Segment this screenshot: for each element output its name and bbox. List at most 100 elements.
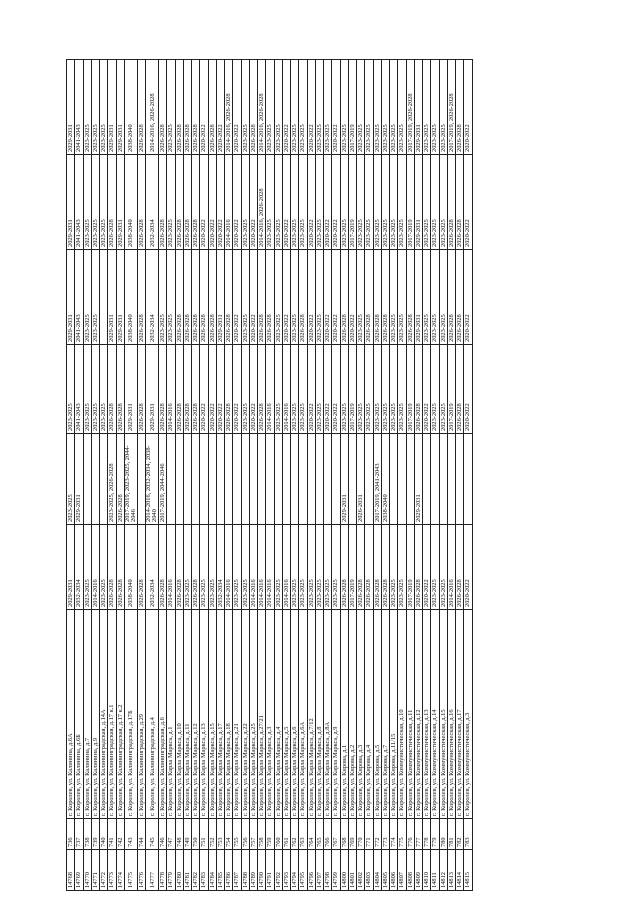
table-cell: г. Королев, ул. Карла Маркса, д.9 — [331, 609, 340, 819]
table-cell: г. Королев, ул. Коммунистическая, д.16 — [447, 609, 456, 819]
table-cell: 2041-2043 — [74, 59, 83, 155]
table-cell: г. Королев, ул. Коммунистическая, д.11 — [406, 609, 415, 819]
table-cell: г. Королев, ул. Кирова, д.5 — [373, 609, 382, 819]
table-cell: 745 — [145, 818, 159, 850]
table-cell: г. Королев, ул. Карла Маркса, д.10 — [175, 609, 184, 819]
table-cell: 2026-2028 — [249, 59, 258, 155]
table-cell: 2023-2025 — [290, 524, 299, 610]
table-cell: 2026-2028 — [191, 154, 200, 250]
table-cell: 2026-2031 — [356, 433, 365, 525]
table-cell: 2026-2028 — [116, 344, 125, 434]
table-cell: 2023-2025 — [99, 154, 108, 250]
table-cell: 14799 — [331, 849, 340, 891]
table-cell: 2029-2031 — [124, 344, 138, 434]
table-cell: г. Королев, ул. Калинина, д.7 — [83, 609, 92, 819]
table-cell: 2017-2019 — [406, 524, 415, 610]
table-cell: г. Королев, ул. Коммунистическая, д.14 — [430, 609, 439, 819]
table-cell — [364, 433, 373, 525]
table-cell: 2023-2025 — [389, 344, 398, 434]
table-cell: 2026-2028 — [340, 524, 349, 610]
table-cell: 759 — [265, 818, 274, 850]
table-cell: 2020-2022 — [249, 249, 258, 345]
table-cell: 777 — [414, 818, 423, 850]
table-cell: 2026-2028 — [158, 344, 167, 434]
table-cell: 2023-2025 — [323, 59, 332, 155]
table-cell: 2023-2025 — [340, 154, 349, 250]
table-cell: 2023-2025 — [340, 59, 349, 155]
table-cell: г. Королев, ул. Калининградская, д.6 — [158, 609, 167, 819]
table-cell: 2020-2022 — [216, 344, 225, 434]
table-cell: 2023-2025 — [83, 344, 92, 434]
table-cell: 2026-2028 — [183, 344, 192, 434]
table-cell: 14772 — [99, 849, 108, 891]
table-cell: 2023-2025 — [241, 344, 250, 434]
table-cell: 2038-2040 — [124, 154, 138, 250]
table-cell — [241, 433, 250, 525]
table-cell: 758 — [257, 818, 266, 850]
table-cell: 2023-2025 — [91, 344, 100, 434]
table-cell: 14789 — [249, 849, 258, 891]
table-cell: 2023-2025 — [397, 524, 406, 610]
table-cell — [99, 433, 108, 525]
table-cell: 2026-2028 — [199, 249, 208, 345]
table-cell: 2023-2025 — [389, 59, 398, 155]
table-cell: 2020-2022 — [463, 59, 472, 155]
table-cell: 2023-2025, 2026-2028 — [107, 433, 116, 525]
table-cell: 2020-2022 — [463, 249, 472, 345]
table-cell — [175, 433, 184, 525]
table-cell: 2026-2028 — [257, 344, 266, 434]
table-cell: 2023-2025 — [340, 344, 349, 434]
table-cell: 2026-2028 — [158, 59, 167, 155]
table-cell: 2029-2031 — [414, 433, 423, 525]
table-cell: 2020-2022 — [199, 344, 208, 434]
table-cell: 2023-2025 — [323, 524, 332, 610]
table-cell: 2020-2022 — [323, 344, 332, 434]
table-cell: 2023-2025 — [439, 59, 448, 155]
table-cell: 762 — [290, 818, 299, 850]
table-cell: 14812 — [439, 849, 448, 891]
table-cell: 2020-2022 — [208, 154, 217, 250]
table-cell: 2020-2022 — [331, 154, 340, 250]
table-cell: 2038-2040 — [124, 524, 138, 610]
table-cell: г. Королев, ул. Карла Маркса, д.22 — [241, 609, 250, 819]
table-cell: 2023-2025 — [315, 249, 324, 345]
table-cell — [265, 433, 274, 525]
table-cell: 2023-2025 — [356, 59, 365, 155]
table-cell: 14783 — [199, 849, 208, 891]
table-cell: 748 — [175, 818, 184, 850]
table-cell: 2026-2028 — [116, 433, 125, 525]
table-cell: 2023-2025 — [315, 154, 324, 250]
table-cell: 2032-2034 — [145, 249, 159, 345]
table-cell: 2020-2022 — [422, 344, 431, 434]
table-cell — [455, 433, 464, 525]
table-cell: г. Королев, ул. Карла Маркса, д.8 — [315, 609, 324, 819]
table-cell — [191, 433, 200, 525]
table-cell: 2017-2019, 2041-2043 — [373, 433, 382, 525]
table-cell: 2020-2022 — [232, 154, 241, 250]
table-cell: 14788 — [241, 849, 250, 891]
table-cell: 2023-2025 — [298, 344, 307, 434]
table-cell: 2029-2031 — [216, 249, 225, 345]
table-cell: г. Королев, ул. Коммунистическая, д.3 — [463, 609, 472, 819]
table-cell: 2023-2025 — [274, 59, 283, 155]
table-cell — [199, 433, 208, 525]
table-cell: 14814 — [455, 849, 464, 891]
table-cell: г. Королев, ул. Кирова, д.2 — [348, 609, 357, 819]
table-cell: 2026-2028 — [265, 249, 274, 345]
table-cell: 2026-2028 — [381, 524, 390, 610]
table-cell — [208, 433, 217, 525]
table-cell: 2023-2025 — [315, 524, 324, 610]
table-cell: 2038-2040 — [124, 249, 138, 345]
table-cell: 2023-2025 — [290, 59, 299, 155]
table-cell: 2029-2031 — [414, 154, 423, 250]
table-cell: 2023-2025 — [265, 154, 274, 250]
table-cell: 2020-2022 — [307, 154, 316, 250]
table-cell: 2026-2028 — [340, 249, 349, 345]
table-cell: 2032-2034 — [145, 524, 159, 610]
table-cell: 2029-2031 — [107, 59, 116, 155]
